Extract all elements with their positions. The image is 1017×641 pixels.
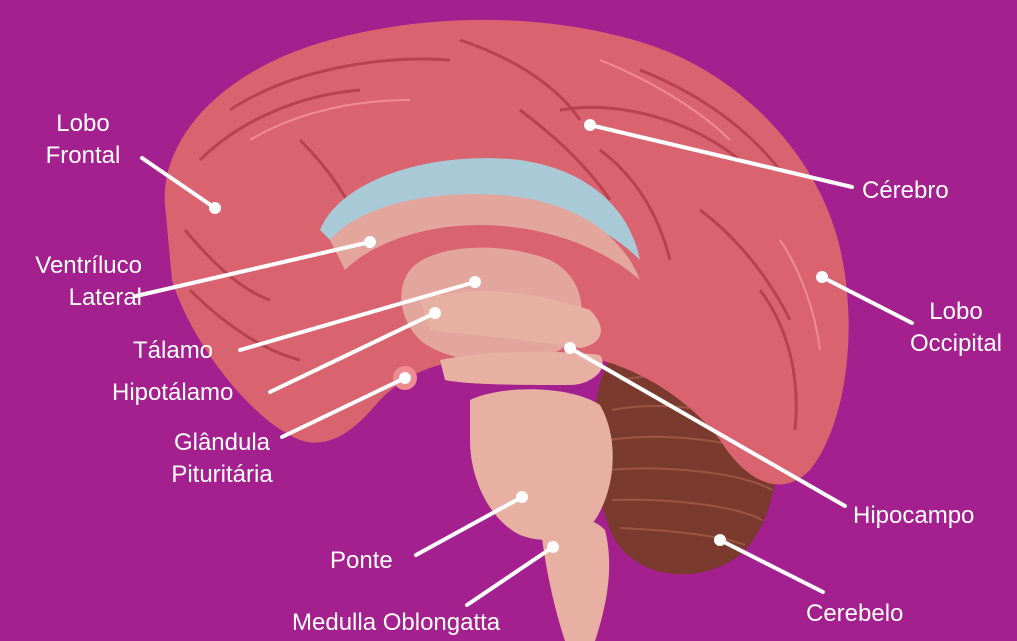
label-hipotalamo-text: Hipotálamo (112, 377, 233, 409)
label-glandula-pituitaria-line1: Glândula (152, 427, 292, 459)
label-hipocampo: Hipocampo (853, 500, 974, 532)
label-hipotalamo: Hipotálamo (112, 377, 233, 409)
label-medulla: Medulla Oblongatta (292, 607, 500, 639)
pointer-medulla (467, 547, 553, 605)
label-cerebelo: Cerebelo (806, 598, 903, 630)
label-cerebelo-text: Cerebelo (806, 598, 903, 630)
pointer-ponte (416, 497, 522, 555)
label-cerebro-text: Cérebro (862, 175, 949, 207)
label-talamo-text: Tálamo (133, 335, 213, 367)
label-lobo-occipital-line2: Occipital (895, 328, 1017, 360)
label-ponte-text: Ponte (330, 545, 393, 577)
label-lobo-frontal-line2: Frontal (38, 140, 128, 172)
label-lobo-occipital-line1: Lobo (895, 296, 1017, 328)
label-glandula-pituitaria-line2: Pituritária (152, 459, 292, 491)
label-glandula-pituitaria: Glândula Pituritária (152, 427, 292, 491)
label-hipocampo-text: Hipocampo (853, 500, 974, 532)
label-lobo-occipital: Lobo Occipital (895, 296, 1017, 360)
label-lobo-frontal-line1: Lobo (38, 108, 128, 140)
label-cerebro: Cérebro (862, 175, 949, 207)
pointer-cerebelo (720, 540, 823, 592)
label-ponte: Ponte (330, 545, 393, 577)
label-medulla-text: Medulla Oblongatta (292, 607, 500, 639)
label-ventriculo-lateral-line2: Lateral (0, 282, 142, 314)
label-talamo: Tálamo (133, 335, 213, 367)
brainstem-shape (393, 366, 613, 641)
label-ventriculo-lateral: Ventríluco Lateral (0, 250, 142, 314)
label-ventriculo-lateral-line1: Ventríluco (0, 250, 142, 282)
label-lobo-frontal: Lobo Frontal (38, 108, 128, 172)
